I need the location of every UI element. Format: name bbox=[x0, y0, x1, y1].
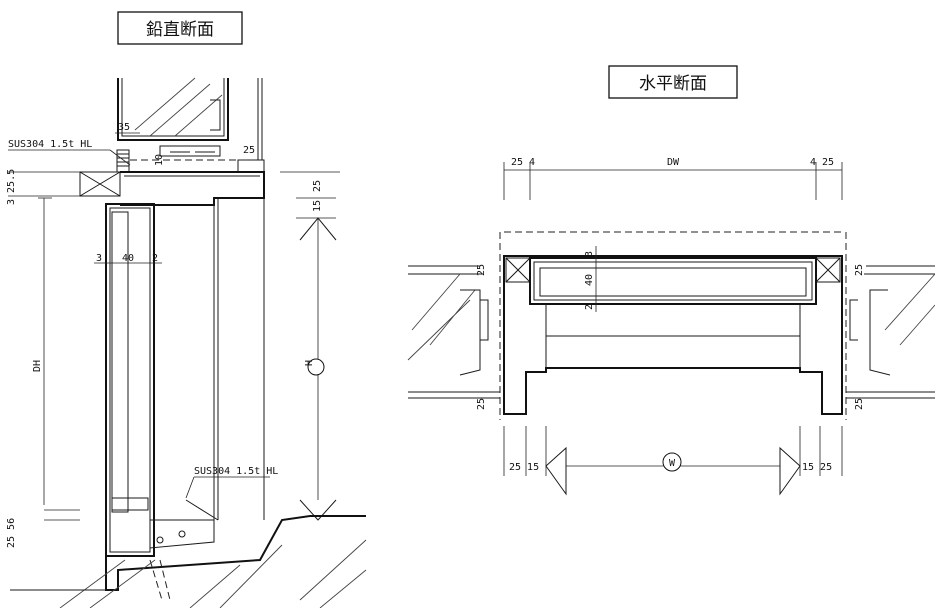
horizontal-dim-25-left-low: 25 bbox=[476, 398, 487, 410]
w-circle-symbol bbox=[662, 452, 682, 472]
horizontal-dim-25-4: 25 4 bbox=[511, 157, 535, 168]
door-leaf-horizontal bbox=[529, 257, 817, 368]
vertical-dim-3: 3 bbox=[96, 253, 102, 264]
horizontal-dim-2: 2 bbox=[584, 304, 595, 310]
door-leaf-vertical bbox=[105, 203, 155, 557]
upper-header bbox=[117, 77, 265, 173]
vertical-dim-25-top: 25 bbox=[243, 145, 255, 156]
horizontal-dim-25-left: 25 bbox=[476, 264, 487, 276]
horizontal-dim-15-25: 15 25 bbox=[802, 462, 832, 473]
vertical-section: 鉛直断面 SUS304 1.5t HL 35 25 10 3 25 bbox=[6, 11, 367, 608]
vertical-dim-10: 10 bbox=[154, 154, 165, 166]
horizontal-w-symbol: W bbox=[669, 458, 676, 469]
right-wall bbox=[846, 265, 935, 399]
horizontal-dim-4-25: 4 25 bbox=[810, 157, 834, 168]
horizontal-title-box bbox=[608, 65, 738, 99]
vertical-dim-2: 2 bbox=[152, 253, 158, 264]
vertical-material-top: SUS304 1.5t HL bbox=[8, 139, 92, 150]
vertical-dim-15-right: 15 bbox=[312, 200, 323, 212]
vertical-material-bottom: SUS304 1.5t HL bbox=[194, 466, 278, 477]
horizontal-title: 水平断面 bbox=[639, 74, 707, 94]
horizontal-dim-40: 40 bbox=[584, 274, 595, 286]
left-wall bbox=[407, 265, 500, 399]
vertical-title-box bbox=[117, 11, 243, 45]
horizontal-dim-25-right-low: 25 bbox=[854, 398, 865, 410]
horizontal-dim-25-15: 25 15 bbox=[509, 462, 539, 473]
horizontal-dim-3: 3 bbox=[584, 251, 595, 257]
horizontal-dim-25-right: 25 bbox=[854, 264, 865, 276]
vertical-dh-label: DH bbox=[32, 360, 43, 372]
top-anchor-box bbox=[79, 171, 121, 197]
vertical-h-symbol: H bbox=[304, 360, 315, 366]
h-circle-symbol bbox=[307, 358, 325, 376]
horizontal-section: 水平断面 25 4 DW 4 25 bbox=[407, 65, 935, 496]
vertical-dim-25-right: 25 bbox=[312, 180, 323, 192]
horizontal-dw-label: DW bbox=[667, 157, 680, 168]
bottom-sill bbox=[10, 499, 367, 608]
vertical-dim-3-25-5: 3 25.5 bbox=[6, 169, 17, 205]
vertical-dim-40: 40 bbox=[122, 253, 134, 264]
vertical-title: 鉛直断面 bbox=[146, 20, 214, 40]
vertical-dim-35: 35 bbox=[118, 122, 130, 133]
vertical-dim-25-56: 25 56 bbox=[6, 518, 17, 548]
frame-horizontal bbox=[499, 231, 847, 420]
